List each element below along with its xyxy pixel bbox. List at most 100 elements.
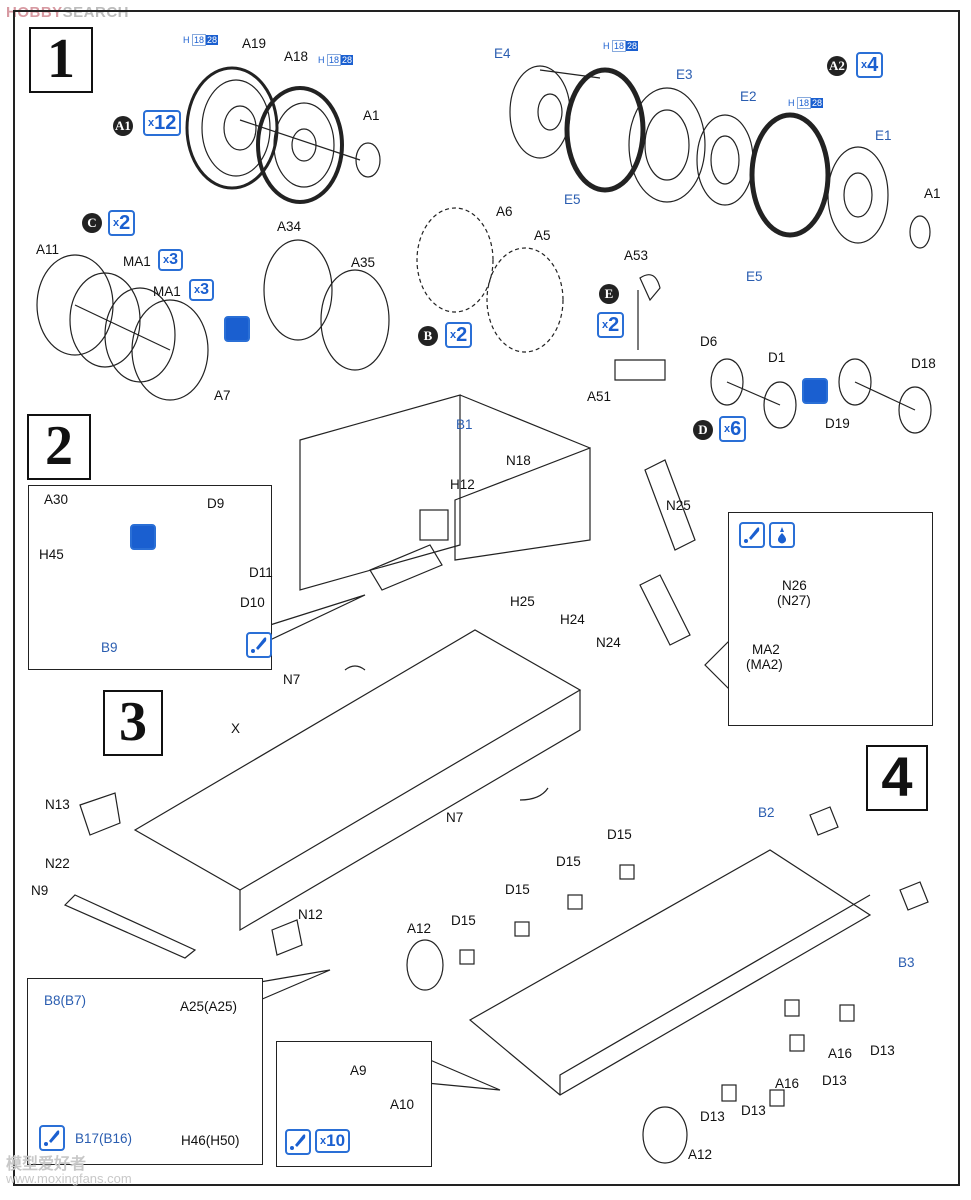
part-label-d6: D6 (700, 334, 718, 349)
step-number-2: 2 (27, 414, 91, 480)
step-number-3: 3 (103, 690, 163, 756)
part-label-a34: A34 (277, 219, 302, 234)
part-b2 (809, 806, 839, 836)
part-label-a35: A35 (351, 255, 376, 270)
cement-icon (285, 1129, 311, 1155)
ring-ma1-a (69, 272, 141, 368)
part-label-a12-left: A12 (407, 921, 432, 936)
part-label-a6: A6 (496, 204, 513, 219)
tire-e5a (564, 67, 646, 193)
plate-b1 (299, 394, 461, 591)
wheel-d18 (898, 386, 932, 434)
part-label-a19: A19 (242, 36, 267, 51)
part-label-a9: A9 (350, 1063, 367, 1078)
part-label-b8: B8(B7) (44, 993, 87, 1008)
part-label-n18: N18 (506, 453, 531, 468)
hobbysearch-watermark: HOBBYSEARCH (6, 4, 129, 21)
watermark-url: www.moxingfans.com (6, 1171, 132, 1186)
wheel-a34 (263, 239, 333, 341)
instruction-page-frame (13, 10, 960, 1186)
part-label-a1: A1 (363, 108, 380, 123)
part-label-d13-4: D13 (700, 1109, 725, 1124)
part-label-d13-3: D13 (741, 1103, 766, 1118)
wheel-d19 (838, 358, 872, 406)
step-number-1: 1 (29, 27, 93, 93)
part-label-b1: B1 (456, 417, 473, 432)
part-label-a18: A18 (284, 49, 309, 64)
hub-cap-a1-b (909, 215, 931, 249)
part-a53 (639, 274, 661, 302)
detail-inset-idler-mount (27, 978, 263, 1165)
sprocket-a12-left (406, 939, 444, 991)
part-label-h45: H45 (39, 547, 64, 562)
part-label-a53: A53 (624, 248, 649, 263)
suspension-arms-d13 (721, 999, 855, 1107)
paint-drop-icon (769, 522, 795, 548)
sub-assembly-badge-e: E (599, 284, 619, 304)
part-label-b17: B17(B16) (75, 1131, 133, 1146)
wheel-d1 (763, 381, 797, 429)
wheel-d6 (710, 358, 744, 406)
part-label-n9: N9 (31, 883, 49, 898)
part-label-n27: (N27) (777, 593, 811, 608)
part-label-a51: A51 (587, 389, 612, 404)
sprocket-a5 (486, 247, 564, 353)
wheel-e4 (509, 65, 571, 159)
part-label-e2: E2 (740, 89, 757, 104)
part-label-d15-1: D15 (607, 827, 632, 842)
hub-cap-a1 (355, 142, 381, 178)
ring-ma1-b (104, 287, 176, 383)
axis-arrow (539, 69, 601, 79)
part-label-n7-right: N7 (446, 810, 464, 825)
watermark-brand-a: HOBBY (6, 4, 63, 21)
quantity-badge-d: x6 (719, 416, 747, 442)
sub-assembly-badge-b: B (418, 326, 438, 346)
part-label-n12: N12 (298, 907, 323, 922)
part-label-ma1-a: MA1 (123, 254, 151, 269)
detail-inset-return-roller (276, 1041, 432, 1167)
road-wheel-a18 (256, 86, 344, 204)
part-label-d15-2: D15 (556, 854, 581, 869)
part-label-d10: D10 (240, 595, 265, 610)
tire-e5b (749, 112, 831, 238)
part-label-n22: N22 (45, 856, 70, 871)
symmetry-icon (130, 524, 156, 550)
sub-assembly-badge-d: D (693, 420, 713, 440)
part-label-h12: H12 (450, 477, 475, 492)
quantity-badge-b: x2 (445, 322, 473, 348)
part-label-d9: D9 (207, 496, 225, 511)
part-label-a11: A11 (36, 242, 60, 257)
part-label-a10: A10 (390, 1097, 415, 1112)
part-label-b9: B9 (101, 640, 118, 655)
part-label-d13-2: D13 (822, 1073, 847, 1088)
part-label-d18: D18 (911, 356, 936, 371)
part-label-d13-1: D13 (870, 1043, 895, 1058)
part-label-e1: E1 (875, 128, 892, 143)
part-a51 (614, 359, 666, 381)
hull-tub-step4 (468, 849, 872, 1096)
sub-assembly-badge-a2: A2 (827, 56, 847, 76)
axis-arrow (239, 119, 361, 161)
watermark-cn: 模型爱好者 (6, 1156, 87, 1173)
part-label-e5-bottom: E5 (746, 269, 763, 284)
cement-icon (246, 632, 272, 658)
part-label-h46: H46(H50) (181, 1133, 240, 1148)
part-label-d1: D1 (768, 350, 786, 365)
quantity-badge-e: x2 (597, 312, 625, 338)
wheel-a35 (320, 269, 390, 371)
part-n12 (271, 919, 303, 956)
sprocket-a6 (416, 207, 494, 313)
symmetry-icon (224, 316, 250, 342)
part-label-b2: B2 (758, 805, 775, 820)
quantity-badge-c: x2 (108, 210, 136, 236)
part-label-a1-right: A1 (924, 186, 941, 201)
part-label-ma2: MA2 (752, 642, 780, 657)
detail-inset-tow-hooks (28, 485, 272, 670)
part-label-e5-top: E5 (564, 192, 581, 207)
moxingfans-watermark: 模型爱好者 www.moxingfans.com (6, 1156, 132, 1186)
part-label-b3: B3 (898, 955, 915, 970)
quantity-badge-ma1-b: x3 (189, 279, 215, 301)
part-label-n7-top: N7 (283, 672, 301, 687)
